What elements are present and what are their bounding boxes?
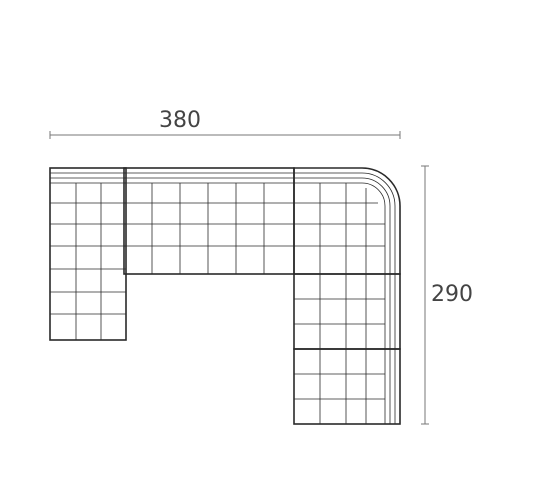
width-label: 380 xyxy=(159,108,201,133)
corner-module xyxy=(293,167,401,275)
width-dimension: 380 xyxy=(49,108,401,139)
height-dimension: 290 xyxy=(421,165,473,425)
left-chaise-module xyxy=(49,167,127,341)
right-lower-seat-module xyxy=(293,348,401,425)
right-upper-seat-module xyxy=(293,273,401,350)
height-label: 290 xyxy=(431,282,473,307)
middle-seat-module xyxy=(123,167,295,275)
